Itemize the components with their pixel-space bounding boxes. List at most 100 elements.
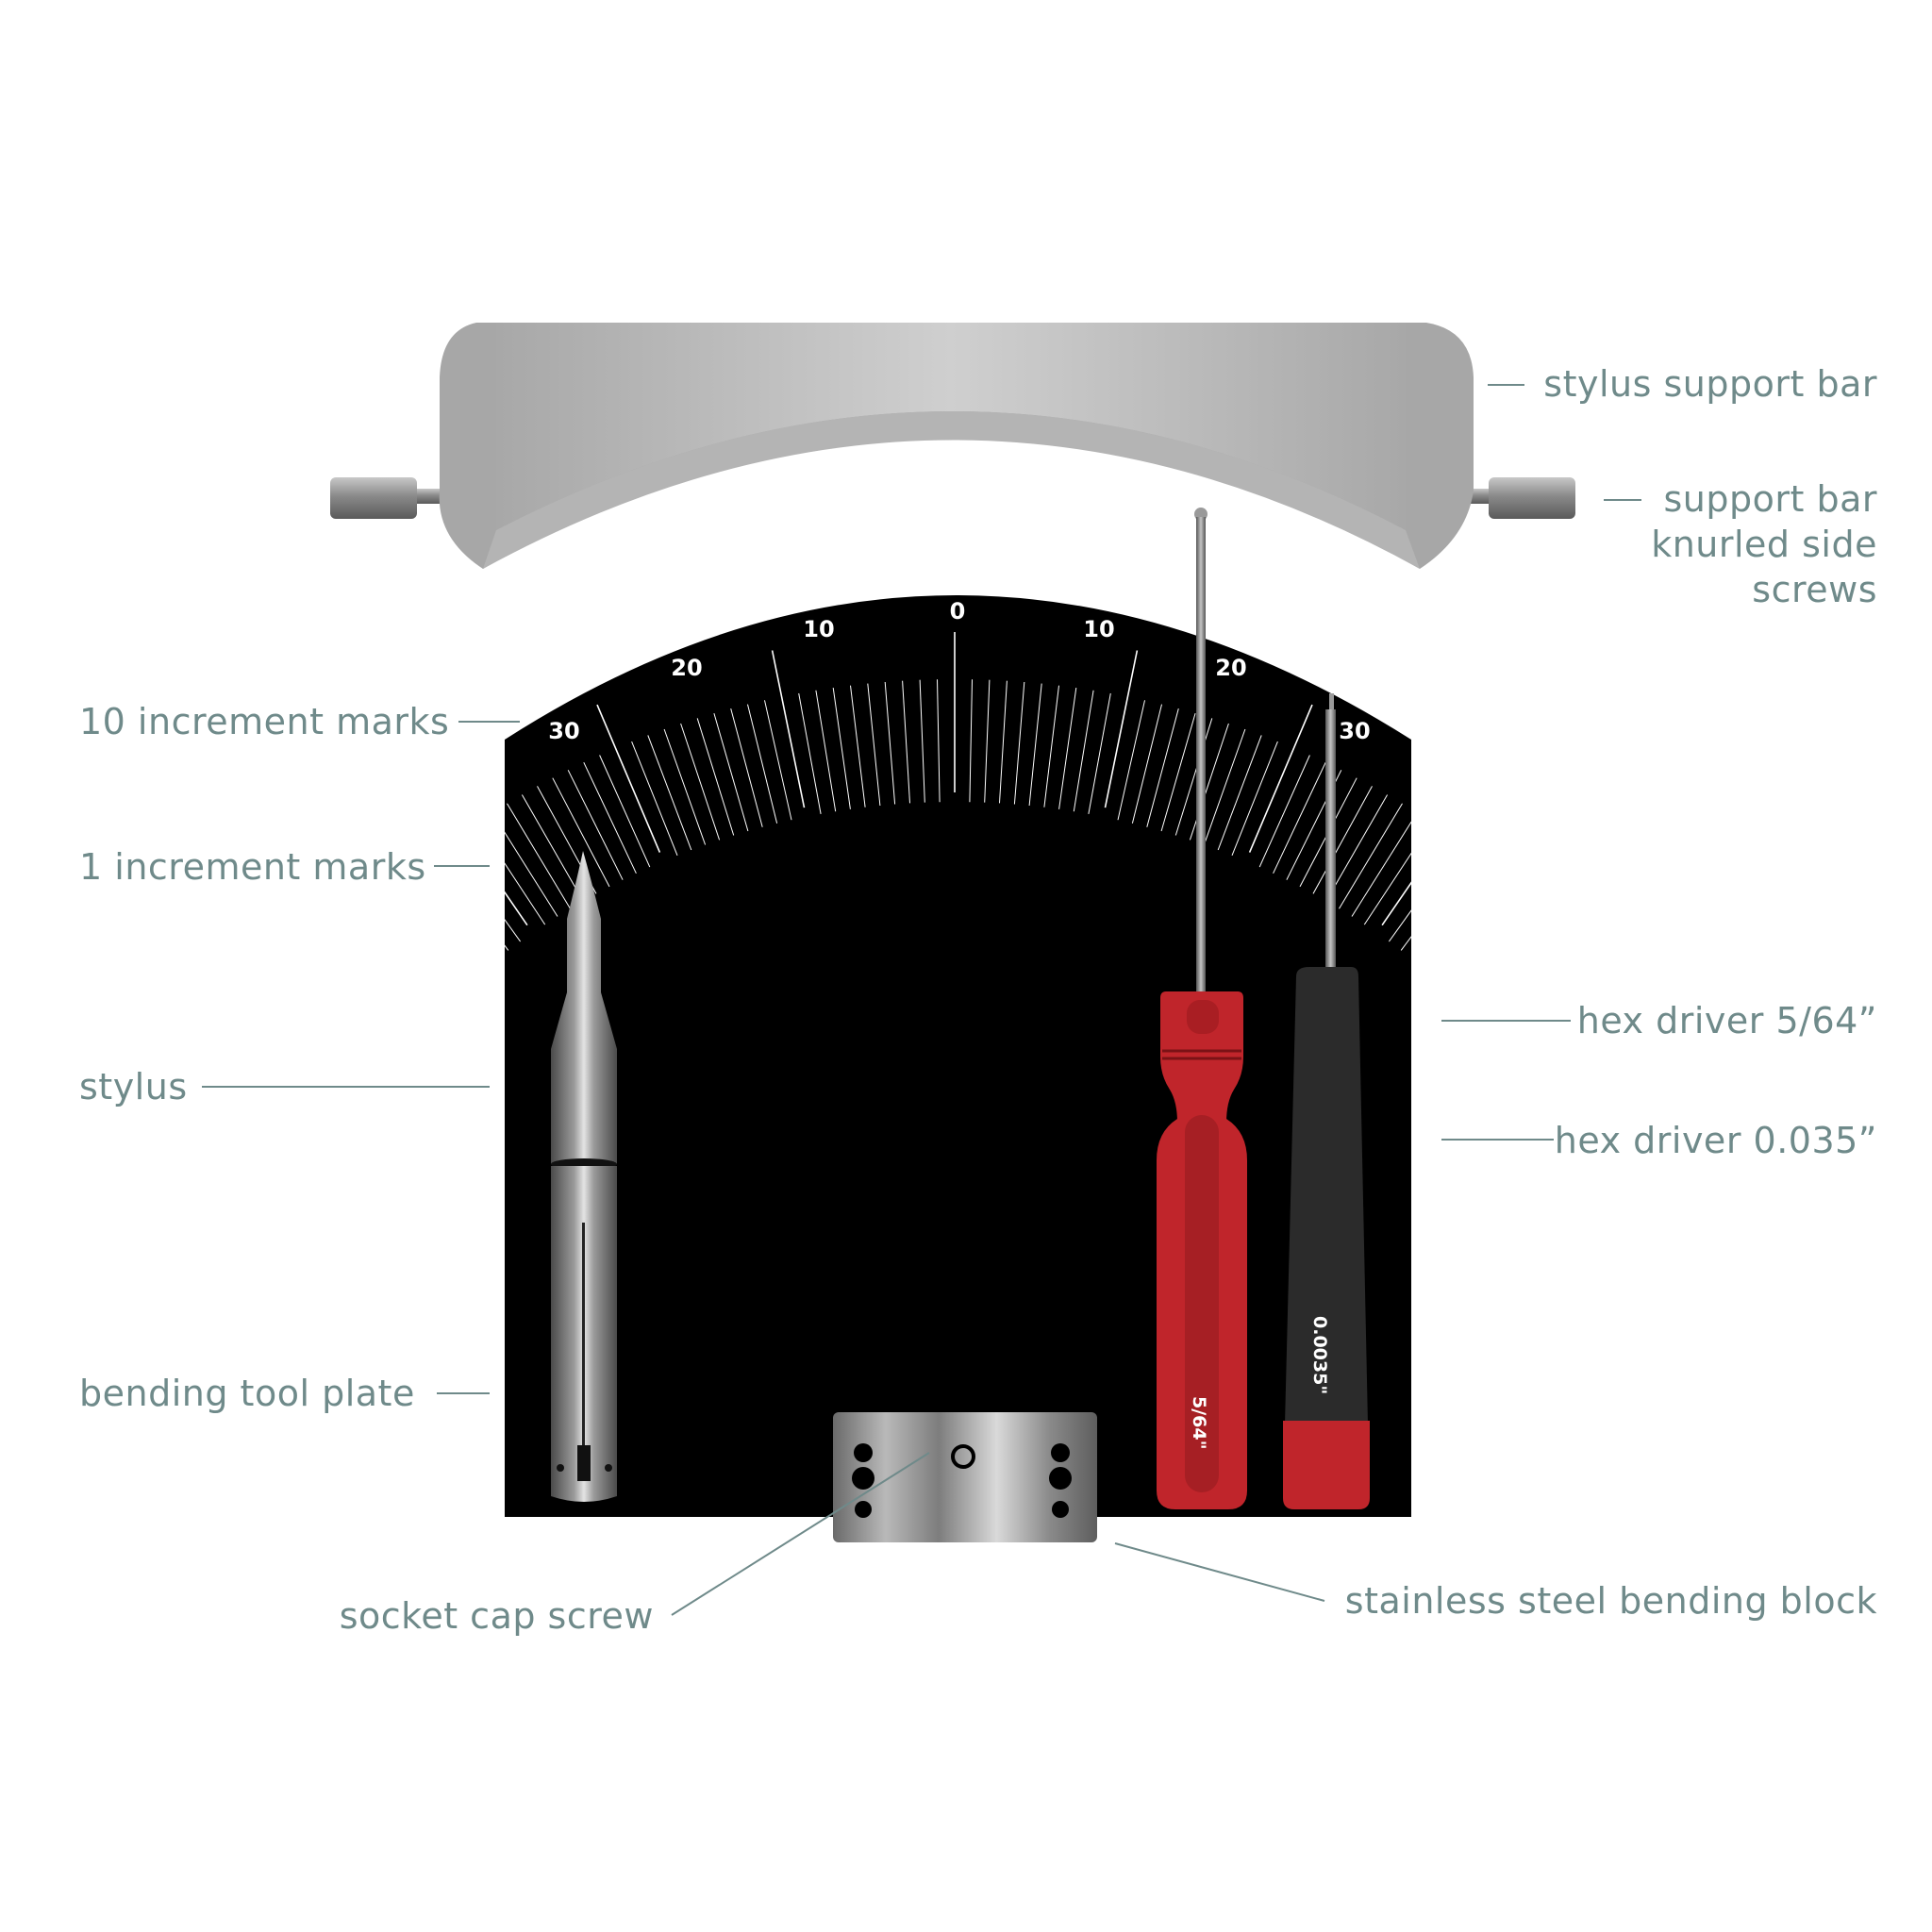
leader-socket-cap-screw (671, 1452, 930, 1616)
one-increment-mark (1312, 786, 1373, 894)
label-knurled-screws-2: knurled side (1651, 524, 1877, 565)
one-increment-mark (867, 683, 881, 807)
one-increment-mark (680, 723, 721, 841)
block-hole (855, 1501, 872, 1518)
one-increment-mark (1339, 803, 1403, 909)
one-increment-mark (747, 704, 778, 824)
one-increment-mark (1043, 685, 1059, 808)
callout-labels: stylus support bar support bar knurled s… (79, 363, 1877, 1637)
one-increment-mark (984, 679, 991, 803)
one-increment-mark (1131, 704, 1162, 824)
one-increment-mark (1258, 755, 1310, 868)
one-increment-mark (999, 680, 1008, 804)
leader-lines (202, 384, 1641, 1616)
label-stylus: stylus (79, 1066, 188, 1108)
ten-increment-mark (596, 704, 661, 853)
one-increment-mark (764, 700, 792, 821)
one-increment-mark (919, 679, 925, 803)
one-increment-mark (815, 690, 837, 812)
scale-num-center-0: 0 (950, 598, 966, 625)
one-increment-mark (1217, 735, 1262, 851)
support-bar-inner-curve (483, 411, 1420, 569)
label-hex-driver-5-64: hex driver 5/64” (1577, 1000, 1877, 1041)
hex-driver-0035-shaft (1325, 709, 1336, 970)
one-increment-mark (798, 692, 822, 814)
scale-num-left-10: 10 (803, 616, 834, 642)
block-hole (1049, 1467, 1072, 1490)
stylus-pin-right (605, 1464, 612, 1472)
leader-bending-block (1114, 1542, 1325, 1602)
one-increment-mark (1351, 812, 1418, 917)
hex-driver-0035-red-end (1283, 1421, 1370, 1509)
one-increment-mark (1436, 884, 1516, 979)
one-increment-mark (1325, 794, 1389, 902)
one-increment-mark (583, 761, 637, 874)
ten-increment-mark (1104, 650, 1139, 808)
one-increment-mark (884, 681, 896, 805)
one-increment-mark (730, 708, 763, 827)
one-increment-mark (420, 862, 497, 960)
one-increment-mark (448, 841, 522, 942)
one-increment-mark (631, 741, 678, 856)
block-hole (852, 1467, 874, 1490)
one-increment-mark (476, 822, 546, 925)
hex-driver-0035-tip (1329, 693, 1334, 712)
stylus-tip (551, 851, 617, 1164)
one-increment-mark (1363, 822, 1433, 925)
label-hex-driver-0035: hex driver 0.035” (1555, 1120, 1877, 1161)
bending-block-holes-right (1049, 1443, 1072, 1518)
label-bending-tool-plate: bending tool plate (79, 1373, 415, 1414)
knurled-side-screw-left (330, 477, 417, 519)
one-increment-mark (567, 770, 624, 880)
one-increment-mark (507, 803, 571, 909)
one-increment-mark (599, 755, 651, 868)
one-increment-mark (713, 712, 749, 832)
label-10-increment-marks: 10 increment marks (79, 701, 449, 742)
one-increment-mark (937, 679, 941, 803)
label-bending-block: stainless steel bending block (1345, 1580, 1877, 1622)
hex-driver-5-64-grip (1185, 1115, 1219, 1492)
hex-driver-5-64-handle-text: 5/64" (1189, 1396, 1209, 1450)
knurled-side-screw-right (1489, 477, 1575, 519)
one-increment-mark (1058, 688, 1077, 809)
ten-increment-mark (1248, 704, 1313, 853)
label-knurled-screws-1: support bar (1663, 478, 1877, 520)
one-increment-mark (1388, 841, 1461, 942)
one-increment-mark (969, 679, 973, 803)
bending-tool-plate (505, 595, 1411, 1517)
scale-num-right-10: 10 (1083, 616, 1114, 642)
one-increment-mark (1412, 862, 1490, 960)
one-increment-mark (663, 728, 707, 845)
label-knurled-screws-3: screws (1752, 569, 1877, 610)
scale-num-right-30: 30 (1339, 718, 1370, 744)
one-increment-mark (1400, 852, 1475, 951)
support-bar-face (496, 323, 1406, 530)
one-increment-mark (1273, 761, 1326, 874)
scale-num-left-20: 20 (671, 655, 702, 681)
stylus-pin-left (557, 1464, 564, 1472)
hex-driver-0035: 0.0035" (1283, 693, 1370, 1509)
one-increment-mark (1146, 708, 1179, 827)
hex-driver-5-64: 5/64" (1157, 508, 1247, 1509)
label-stylus-support-bar: stylus support bar (1543, 363, 1877, 405)
stylus-slot-end (577, 1445, 591, 1481)
stylus-support-bar (330, 323, 1575, 569)
hex-driver-5-64-shaft (1196, 517, 1206, 996)
one-increment-mark (1028, 683, 1042, 807)
one-increment-mark (434, 852, 509, 951)
scale-num-left-30: 30 (548, 718, 579, 744)
hex-driver-5-64-cap (1187, 1000, 1219, 1034)
one-increment-mark (491, 812, 558, 917)
hex-driver-0035-handle (1285, 967, 1368, 1424)
block-hole (1052, 1501, 1069, 1518)
label-1-increment-marks: 1 increment marks (79, 846, 426, 888)
bending-block-holes-left (852, 1443, 874, 1518)
scale-num-right-20: 20 (1215, 655, 1246, 681)
one-increment-mark (393, 884, 474, 979)
one-increment-mark (552, 777, 610, 888)
stainless-steel-bending-block (833, 1412, 1097, 1542)
one-increment-mark (1073, 690, 1094, 812)
one-increment-mark (696, 718, 735, 836)
one-increment-mark (521, 794, 584, 902)
